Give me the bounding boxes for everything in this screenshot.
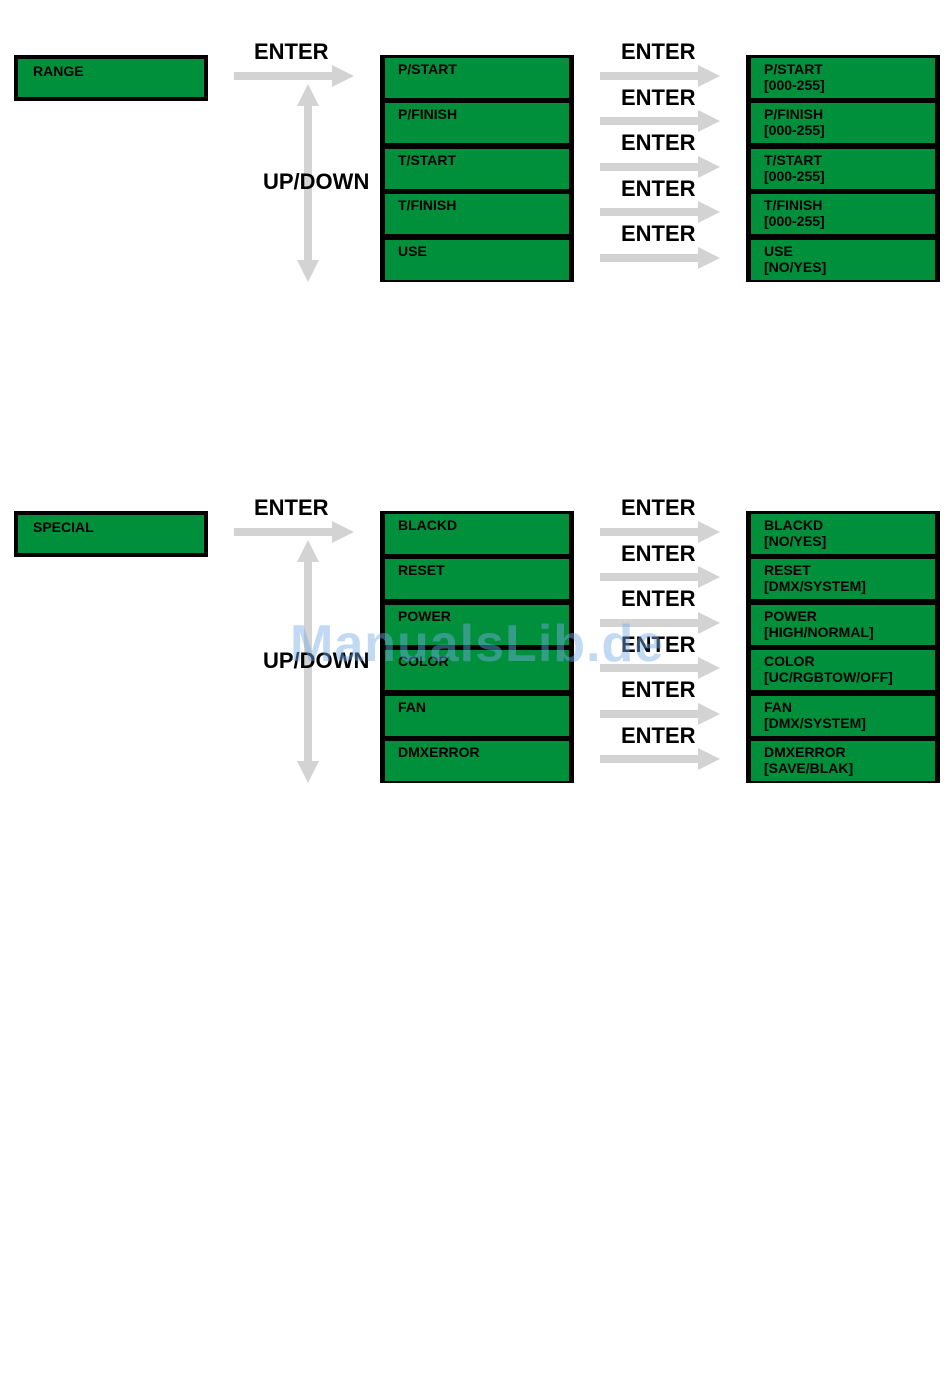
range-submenu-item: T/START (385, 148, 569, 189)
range-submenu-item: P/FINISH (385, 103, 569, 144)
range-value-arrow (600, 110, 720, 132)
special-updown-arrow (297, 540, 319, 783)
special-value-options: [DMX/SYSTEM] (764, 714, 866, 731)
range-value-item: USE[NO/YES] (751, 239, 935, 280)
special-submenu-label: RESET (398, 562, 445, 579)
range-updown-label: UP/DOWN (263, 169, 370, 194)
range-updown-arrow (297, 84, 319, 282)
special-value-name: COLOR (764, 653, 815, 670)
range-submenu-label: P/START (398, 61, 457, 77)
range-value-options: [NO/YES] (764, 258, 827, 275)
range-value-name: P/START (764, 61, 823, 77)
special-submenu-item: POWER (385, 604, 569, 645)
special-value-options: [DMX/SYSTEM] (764, 578, 866, 595)
special-root-label: SPECIAL (33, 519, 94, 535)
range-value-name: P/FINISH (764, 106, 824, 123)
range-value-name: USE (764, 242, 793, 259)
special-value-item: COLOR[UC/RGBTOW/OFF] (751, 650, 935, 691)
special-root-box: SPECIAL (14, 511, 208, 557)
special-value-item: POWER[HIGH/NORMAL] (751, 604, 935, 645)
special-enter-label-5: ENTER (621, 677, 696, 702)
range-submenu-item: P/START (385, 58, 569, 98)
special-enter-label: ENTER (254, 495, 329, 520)
range-value-item: P/FINISH[000-255] (751, 103, 935, 144)
range-value-options: [000-255] (764, 167, 825, 184)
range-submenu-label: P/FINISH (398, 106, 458, 123)
special-value-arrow (600, 703, 720, 725)
special-enter-label-3: ENTER (621, 586, 696, 611)
range-value-arrow (600, 247, 720, 269)
range-submenu-label: USE (398, 242, 427, 259)
special-value-options: [NO/YES] (764, 533, 827, 549)
special-value-item: RESET[DMX/SYSTEM] (751, 559, 935, 600)
special-enter-label-4: ENTER (621, 632, 696, 657)
special-enter-label-6: ENTER (621, 723, 696, 748)
range-root-box: RANGE (14, 55, 208, 101)
special-value-arrow (600, 657, 720, 679)
range-value-item: T/FINISH[000-255] (751, 194, 935, 235)
range-enter-label: ENTER (254, 39, 329, 64)
range-enter-label-1: ENTER (621, 39, 696, 64)
special-enter-label-2: ENTER (621, 541, 696, 566)
special-submenu-label: BLACKD (398, 517, 458, 533)
watermark: ManualsLib.de (290, 615, 665, 673)
special-value-arrow (600, 748, 720, 770)
range-submenu-item: USE (385, 239, 569, 280)
special-updown-label: UP/DOWN (263, 648, 370, 673)
range-value-arrow (600, 156, 720, 178)
range-enter-arrow (234, 65, 354, 87)
range-enter-label-5: ENTER (621, 221, 696, 246)
special-submenu-item: BLACKD (385, 514, 569, 554)
special-value-arrow (600, 566, 720, 588)
range-enter-label-2: ENTER (621, 85, 696, 110)
special-value-name: BLACKD (764, 517, 824, 533)
special-submenu-item: RESET (385, 559, 569, 600)
range-enter-label-3: ENTER (621, 130, 696, 155)
special-value-options: [HIGH/NORMAL] (764, 623, 874, 640)
range-submenu-item: T/FINISH (385, 194, 569, 235)
range-root-label: RANGE (33, 63, 84, 79)
special-submenu-item: DMXERROR (385, 741, 569, 782)
special-value-name: POWER (764, 607, 817, 624)
special-value-item: DMXERROR[SAVE/BLAK] (751, 741, 935, 782)
range-submenu-label: T/START (398, 151, 457, 168)
range-menu-diagram: RANGE ENTER UP/DOWN P/START P/FINISH T/S… (0, 0, 950, 300)
special-value-name: DMXERROR (764, 744, 846, 761)
special-value-options: [SAVE/BLAK] (764, 760, 854, 777)
special-submenu-label: COLOR (398, 653, 449, 670)
special-value-item: BLACKD[NO/YES] (751, 514, 935, 554)
special-submenu-label: FAN (398, 698, 426, 715)
special-value-options: [UC/RGBTOW/OFF] (764, 669, 893, 686)
special-value-name: RESET (764, 562, 811, 579)
range-value-column: P/START[000-255] P/FINISH[000-255] T/STA… (746, 55, 940, 282)
range-submenu-label: T/FINISH (398, 197, 457, 214)
special-submenu-column: BLACKD RESET POWER COLOR FAN DMXERROR (380, 511, 574, 783)
special-enter-arrow (234, 521, 354, 543)
range-value-item: T/START[000-255] (751, 148, 935, 189)
special-submenu-item: COLOR (385, 650, 569, 691)
range-enter-label-4: ENTER (621, 176, 696, 201)
range-value-item: P/START[000-255] (751, 58, 935, 98)
range-submenu-column: P/START P/FINISH T/START T/FINISH USE (380, 55, 574, 282)
range-value-options: [000-255] (764, 77, 825, 93)
special-value-name: FAN (764, 698, 792, 715)
special-submenu-item: FAN (385, 695, 569, 736)
special-value-arrow (600, 612, 720, 634)
special-submenu-label: POWER (398, 607, 451, 624)
special-menu-diagram: SPECIAL ENTER UP/DOWN BLACKD RESET POWER… (0, 456, 950, 796)
range-value-name: T/START (764, 151, 823, 168)
range-value-arrow (600, 201, 720, 223)
special-value-column: BLACKD[NO/YES] RESET[DMX/SYSTEM] POWER[H… (746, 511, 940, 783)
special-enter-label-1: ENTER (621, 495, 696, 520)
range-value-arrow (600, 65, 720, 87)
range-value-name: T/FINISH (764, 197, 823, 214)
range-value-options: [000-255] (764, 213, 825, 230)
range-value-options: [000-255] (764, 122, 825, 139)
special-value-arrow (600, 521, 720, 543)
special-value-item: FAN[DMX/SYSTEM] (751, 695, 935, 736)
special-arrows (234, 521, 720, 783)
range-arrows (234, 65, 720, 282)
special-submenu-label: DMXERROR (398, 744, 480, 761)
